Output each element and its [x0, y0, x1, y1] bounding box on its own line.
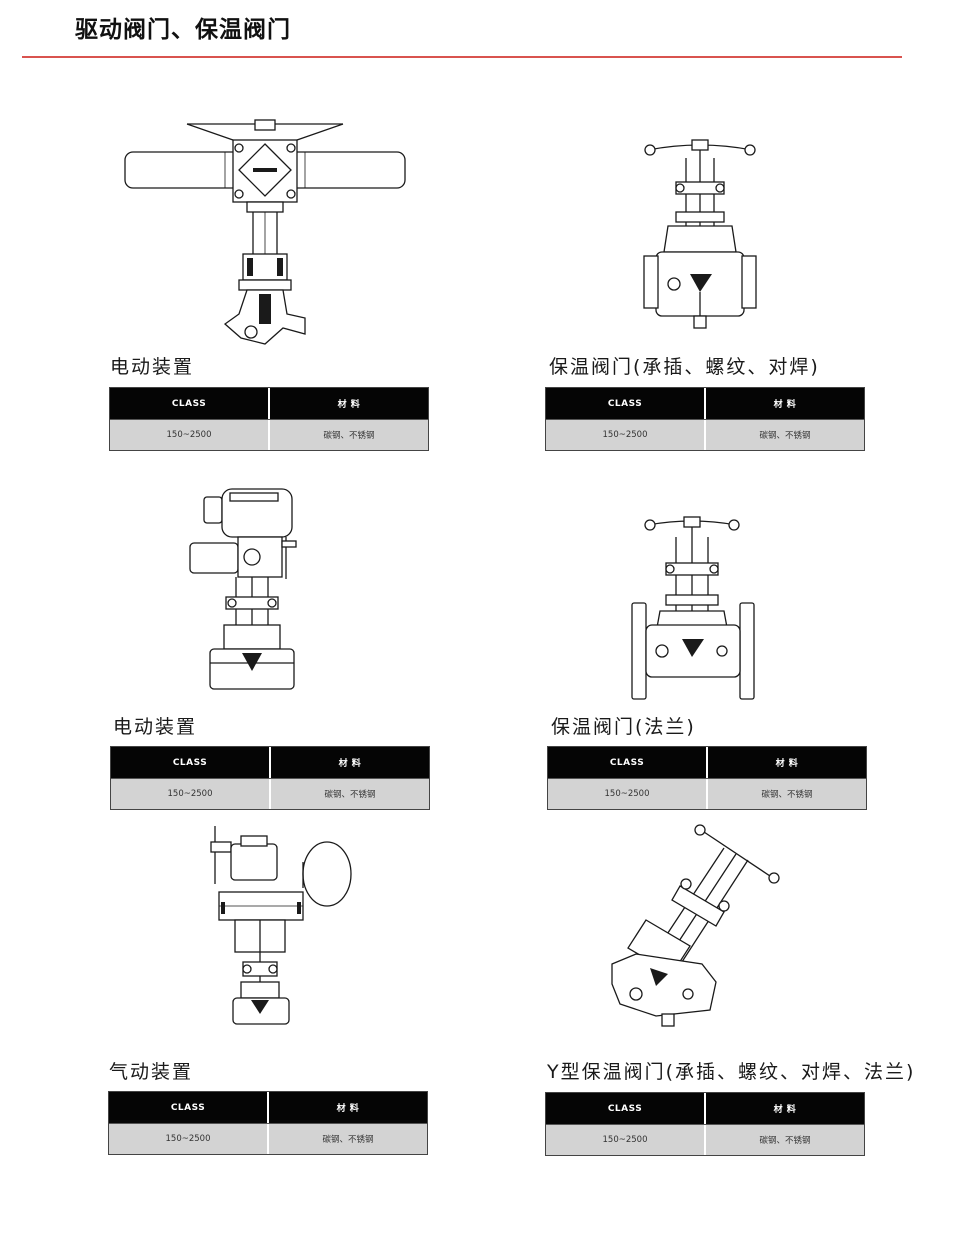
spec-material-value: 碳钢、不锈钢	[267, 1124, 427, 1154]
spec-table: CLASS 材 料 150~2500 碳钢、不锈钢	[545, 1092, 865, 1156]
spec-header-class: CLASS	[172, 757, 208, 768]
spec-table-value-row: 150~2500 碳钢、不锈钢	[111, 778, 429, 809]
product-name: 保温阀门(法兰)	[551, 716, 696, 738]
spec-class-value: 150~2500	[165, 1134, 211, 1144]
spec-table-value-row: 150~2500 碳钢、不锈钢	[548, 778, 866, 809]
spec-class-value: 150~2500	[166, 430, 212, 440]
spec-table-value-row: 150~2500 碳钢、不锈钢	[546, 1124, 864, 1155]
spec-header-material: 材 料	[268, 388, 428, 419]
product-name: 保温阀门(承插、螺纹、对焊)	[549, 356, 820, 378]
spec-header-class: CLASS	[170, 1102, 206, 1113]
spec-header-class: CLASS	[609, 757, 645, 768]
spec-table-header-row: CLASS 材 料	[111, 747, 429, 778]
electric-actuator-valve-drawing	[186, 485, 311, 695]
spec-material-value: 碳钢、不锈钢	[704, 420, 864, 450]
spec-table: CLASS 材 料 150~2500 碳钢、不锈钢	[547, 746, 867, 810]
spec-table-header-row: CLASS 材 料	[109, 1092, 427, 1123]
spec-header-material: 材 料	[267, 1092, 427, 1123]
insulated-valve-drawing	[640, 138, 760, 333]
spec-material-value: 碳钢、不锈钢	[268, 420, 428, 450]
pneumatic-actuator-valve-drawing	[205, 822, 355, 1032]
insulated-flange-valve-drawing	[630, 515, 755, 700]
spec-class-value: 150~2500	[602, 1135, 648, 1145]
spec-header-material: 材 料	[704, 1093, 864, 1124]
spec-material-value: 碳钢、不锈钢	[269, 779, 429, 809]
spec-table-header-row: CLASS 材 料	[110, 388, 428, 419]
spec-header-material: 材 料	[706, 747, 866, 778]
spec-table-header-row: CLASS 材 料	[548, 747, 866, 778]
spec-table-header-row: CLASS 材 料	[546, 388, 864, 419]
spec-material-value: 碳钢、不锈钢	[704, 1125, 864, 1155]
spec-table-value-row: 150~2500 碳钢、不锈钢	[110, 419, 428, 450]
spec-material-value: 碳钢、不锈钢	[706, 779, 866, 809]
spec-table: CLASS 材 料 150~2500 碳钢、不锈钢	[108, 1091, 428, 1155]
spec-table: CLASS 材 料 150~2500 碳钢、不锈钢	[109, 387, 429, 451]
spec-header-class: CLASS	[171, 398, 207, 409]
product-name: 电动装置	[113, 716, 198, 738]
spec-table: CLASS 材 料 150~2500 碳钢、不锈钢	[110, 746, 430, 810]
spec-header-class: CLASS	[607, 1103, 643, 1114]
title-divider	[22, 56, 902, 58]
electric-actuator-valve-drawing	[115, 118, 415, 353]
product-name: Y型保温阀门(承插、螺纹、对焊、法兰)	[547, 1061, 916, 1083]
spec-table: CLASS 材 料 150~2500 碳钢、不锈钢	[545, 387, 865, 451]
spec-class-value: 150~2500	[602, 430, 648, 440]
page-title: 驱动阀门、保温阀门	[75, 17, 291, 43]
y-type-insulated-valve-drawing	[606, 824, 781, 1029]
spec-table-value-row: 150~2500 碳钢、不锈钢	[546, 419, 864, 450]
spec-table-header-row: CLASS 材 料	[546, 1093, 864, 1124]
spec-header-material: 材 料	[269, 747, 429, 778]
spec-table-value-row: 150~2500 碳钢、不锈钢	[109, 1123, 427, 1154]
spec-class-value: 150~2500	[604, 789, 650, 799]
product-name: 电动装置	[110, 356, 195, 378]
spec-header-material: 材 料	[704, 388, 864, 419]
product-name: 气动装置	[109, 1061, 194, 1083]
spec-header-class: CLASS	[607, 398, 643, 409]
spec-class-value: 150~2500	[167, 789, 213, 799]
